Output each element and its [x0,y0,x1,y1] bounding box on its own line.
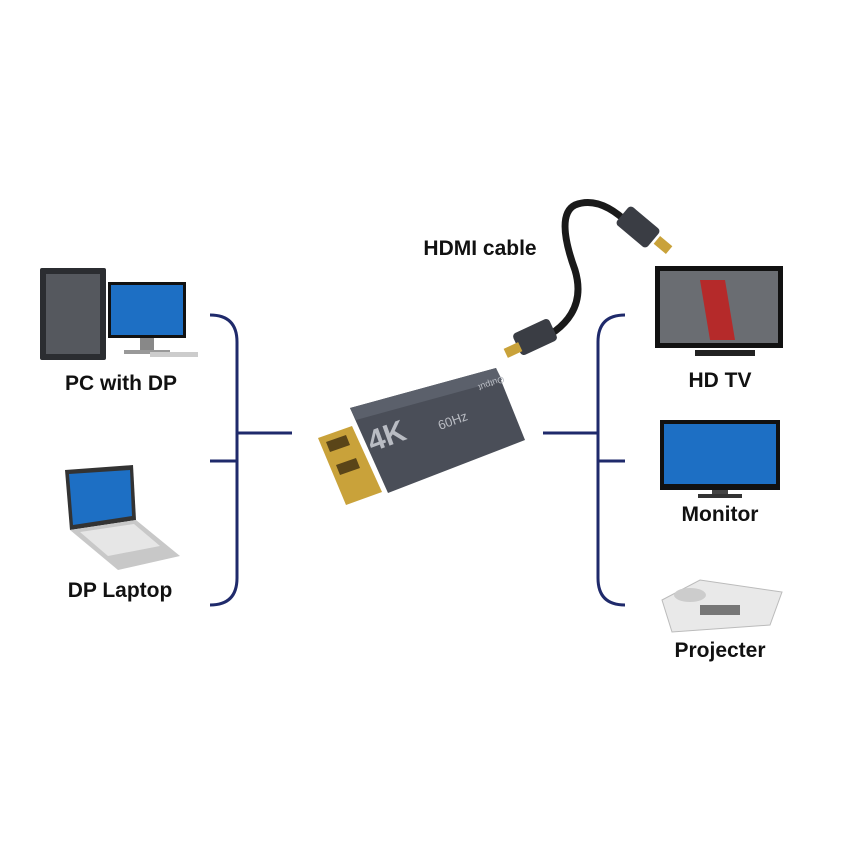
projector-icon [661,579,783,633]
projector-label: Projecter [674,639,766,662]
right-bracket [543,313,626,607]
laptop-label: DP Laptop [67,579,173,602]
left-bracket [209,313,292,607]
pc-label: PC with DP [64,372,178,395]
monitor-icon [660,420,780,498]
cable-label: HDMI cable [423,237,537,260]
tv-icon [655,266,783,356]
dp-to-hdmi-adapter: 4K 60Hz Output [318,368,525,505]
monitor-label: Monitor [681,503,759,526]
tv-label: HD TV [688,369,752,392]
laptop-icon [65,465,180,570]
pc-icon [40,268,198,360]
hdmi-cable [503,199,673,358]
